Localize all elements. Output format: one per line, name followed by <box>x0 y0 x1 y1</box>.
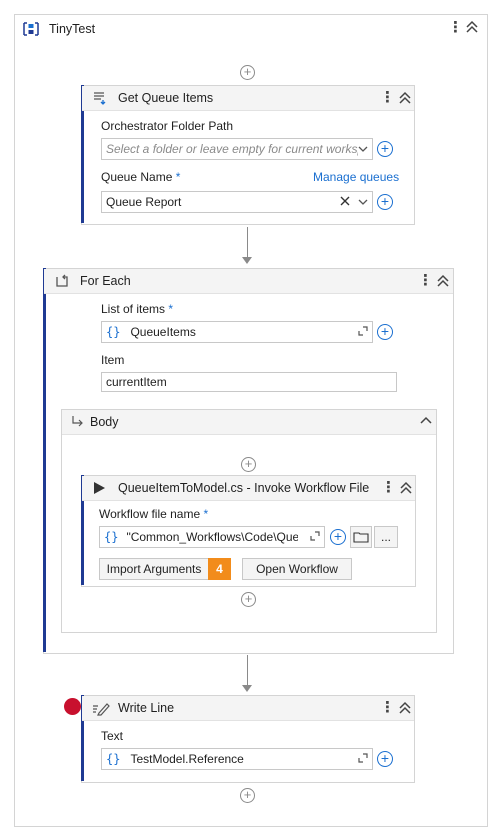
add-activity-top-icon[interactable]: + <box>240 65 255 80</box>
for-each-title: For Each <box>80 274 131 288</box>
connector-arrow-icon <box>242 257 252 264</box>
workflow-collapse-icon[interactable] <box>466 20 478 36</box>
invoke-workflow-header[interactable]: QueueItemToModel.cs - Invoke Workflow Fi… <box>82 476 415 501</box>
text-input[interactable]: {} TestModel.Reference <box>101 748 373 770</box>
card-accent-bar <box>81 475 84 585</box>
add-activity-body-icon[interactable]: + <box>241 457 256 472</box>
clear-icon[interactable] <box>340 195 350 209</box>
body-arrow-icon <box>70 415 84 432</box>
breakpoint-icon[interactable] <box>64 698 81 715</box>
required-mark: * <box>168 302 174 316</box>
write-line-menu-icon[interactable]: ⋮ <box>380 699 395 716</box>
queue-name-dropdown[interactable]: Queue Report <box>101 191 373 213</box>
write-line-collapse-icon[interactable] <box>399 701 411 717</box>
add-activity-bottom-icon[interactable]: + <box>240 788 255 803</box>
expression-icon[interactable]: {} <box>104 530 119 544</box>
workflow-menu-icon[interactable]: ⋮ <box>448 19 463 36</box>
get-queue-items-title: Get Queue Items <box>118 91 214 105</box>
expression-icon[interactable]: {} <box>106 752 121 766</box>
workflow-header: TinyTest <box>22 20 482 38</box>
get-queue-items-header[interactable]: Get Queue Items ⋮ <box>82 86 414 111</box>
expand-editor-icon[interactable] <box>358 325 368 339</box>
body-container: Body + QueueItemToModel.cs - Invoke Work… <box>61 409 437 633</box>
queue-name-label: Queue Name * <box>101 170 180 184</box>
connector-line <box>247 655 248 685</box>
add-activity-body-bottom-icon[interactable]: + <box>241 592 256 607</box>
text-value: TestModel.Reference <box>130 752 244 766</box>
workflow-file-add-icon[interactable]: + <box>330 529 346 545</box>
folder-path-placeholder: Select a folder or leave empty for curre… <box>106 142 358 156</box>
list-of-items-input[interactable]: {} QueueItems <box>101 321 373 343</box>
folder-path-dropdown[interactable]: Select a folder or leave empty for curre… <box>101 138 373 160</box>
body-title: Body <box>90 415 119 429</box>
text-label: Text <box>101 729 124 743</box>
list-of-items-value: QueueItems <box>130 325 196 339</box>
connector-line <box>247 227 248 257</box>
for-each-header[interactable]: For Each ⋮ <box>44 269 453 294</box>
item-value: currentItem <box>106 375 167 389</box>
write-line-header[interactable]: Write Line ⋮ <box>82 696 414 721</box>
get-queue-items-menu-icon[interactable]: ⋮ <box>380 89 395 106</box>
for-each-menu-icon[interactable]: ⋮ <box>418 272 433 289</box>
expand-editor-icon[interactable] <box>310 530 320 544</box>
required-mark: * <box>175 170 181 184</box>
argument-count-badge: 4 <box>208 558 231 580</box>
play-icon <box>92 481 106 498</box>
folder-path-add-icon[interactable]: + <box>377 141 393 157</box>
workflow-file-label: Workflow file name * <box>99 507 208 521</box>
expand-editor-icon[interactable] <box>358 752 368 766</box>
for-each-collapse-icon[interactable] <box>437 274 449 290</box>
queue-name-label-text: Queue Name <box>101 170 173 184</box>
body-header[interactable]: Body <box>62 410 436 435</box>
item-label: Item <box>101 353 125 367</box>
list-of-items-label-text: List of items <box>101 302 166 316</box>
for-each-card: For Each ⋮ List of items * {} QueueItems… <box>43 268 454 654</box>
folder-icon <box>353 532 369 543</box>
queue-name-add-icon[interactable]: + <box>377 194 393 210</box>
get-queue-items-collapse-icon[interactable] <box>399 91 411 107</box>
invoke-workflow-card: QueueItemToModel.cs - Invoke Workflow Fi… <box>81 475 416 587</box>
invoke-workflow-title: QueueItemToModel.cs - Invoke Workflow Fi… <box>118 481 370 495</box>
list-of-items-label: List of items * <box>101 302 173 316</box>
manage-queues-link[interactable]: Manage queues <box>313 170 400 184</box>
browse-folder-button[interactable] <box>350 526 372 548</box>
item-input[interactable]: currentItem <box>101 372 397 392</box>
list-of-items-add-icon[interactable]: + <box>377 324 393 340</box>
import-arguments-button[interactable]: Import Arguments <box>99 558 209 580</box>
workflow-file-label-text: Workflow file name <box>99 507 201 521</box>
body-collapse-icon[interactable] <box>420 416 432 428</box>
invoke-workflow-collapse-icon[interactable] <box>400 481 412 497</box>
folder-path-label: Orchestrator Folder Path <box>101 119 234 133</box>
connector-arrow-icon <box>242 685 252 692</box>
open-workflow-button[interactable]: Open Workflow <box>242 558 352 580</box>
write-line-card: Write Line ⋮ Text {} TestModel.Reference… <box>81 695 415 783</box>
sequence-icon <box>22 21 40 37</box>
text-add-icon[interactable]: + <box>377 751 393 767</box>
queue-list-icon <box>92 90 108 109</box>
loop-icon <box>54 273 70 292</box>
workflow-file-input[interactable]: {} "Common_Workflows\Code\Que <box>99 526 325 548</box>
expression-icon[interactable]: {} <box>106 325 121 339</box>
get-queue-items-card: Get Queue Items ⋮ Orchestrator Folder Pa… <box>81 85 415 225</box>
queue-name-value: Queue Report <box>106 195 182 209</box>
chevron-down-icon[interactable] <box>358 142 368 156</box>
card-accent-bar <box>81 695 84 781</box>
workflow-title: TinyTest <box>49 22 96 36</box>
workflow-file-value: "Common_Workflows\Code\Que <box>126 530 299 544</box>
chevron-down-icon[interactable] <box>358 195 368 209</box>
card-accent-bar <box>43 268 46 652</box>
more-options-button[interactable]: ... <box>374 526 398 548</box>
card-accent-bar <box>81 85 84 223</box>
pencil-icon <box>92 700 110 719</box>
required-mark: * <box>203 507 209 521</box>
invoke-workflow-menu-icon[interactable]: ⋮ <box>381 479 396 496</box>
write-line-title: Write Line <box>118 701 175 715</box>
